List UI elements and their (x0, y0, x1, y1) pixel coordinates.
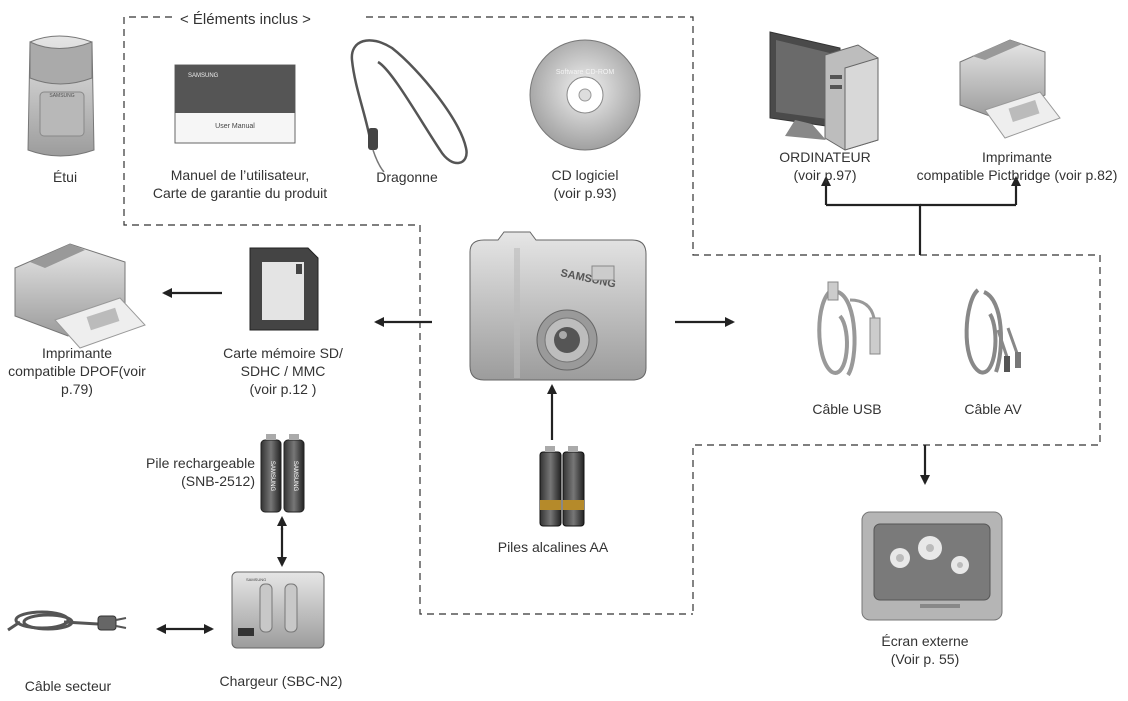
pictbridge-printer-image (959, 39, 1061, 139)
label-rechargeable-battery: Pile rechargeable (SNB-2512) (146, 455, 255, 489)
rechargeable-battery-image: SAMSUNG SAMSUNG (260, 434, 305, 513)
label-computer: ORDINATEUR (voir p.97) (779, 149, 871, 183)
sd-card-image (249, 247, 319, 331)
power-cable-image (7, 610, 127, 632)
computer-image (769, 31, 879, 151)
label-etui: Étui (52, 169, 78, 185)
dpof-printer-image (14, 243, 146, 349)
included-items-title: < Éléments inclus > (176, 11, 315, 28)
included-items-border (123, 16, 1101, 615)
svg-text:SAMSUNG: SAMSUNG (49, 93, 74, 99)
av-cable-image (964, 288, 1021, 375)
label-charger: Chargeur (SBC-N2) (219, 673, 343, 689)
label-power-cable: Câble secteur (24, 678, 112, 694)
aa-batteries-image (539, 446, 585, 527)
user-manual-image: SAMSUNG User Manual (174, 64, 296, 144)
branch-to-computer-printer (826, 203, 922, 235)
label-dragonne: Dragonne (376, 169, 438, 185)
label-external-tv: Écran externe (Voir p. 55) (881, 633, 969, 667)
wrist-strap-image (350, 39, 468, 173)
svg-text:SAMSUNG: SAMSUNG (188, 73, 219, 79)
svg-text:SAMSUNG: SAMSUNG (246, 577, 266, 582)
charger-image: SAMSUNG (231, 571, 325, 649)
svg-text:Software CD-ROM: Software CD-ROM (556, 69, 615, 76)
label-aa-batteries: Piles alcalines AA (497, 539, 609, 555)
label-user-manual: Manuel de l’utilisateur, Carte de garant… (152, 167, 328, 201)
label-memory-card: Carte mémoire SD/ SDHC / MMC (voir p.12 … (223, 345, 343, 397)
label-cd: CD logiciel (voir p.93) (551, 167, 619, 201)
svg-text:SAMSUNG: SAMSUNG (269, 461, 275, 492)
camera-case-image: SAMSUNG (27, 35, 95, 157)
label-dpof-printer: Imprimante compatible DPOF(voir p.79) (8, 345, 146, 397)
connection-arrows (156, 176, 1021, 634)
label-av-cable: Câble AV (964, 401, 1022, 417)
external-tv-image (861, 511, 1003, 621)
software-cd-image: Software CD-ROM (529, 39, 641, 151)
svg-text:User Manual: User Manual (215, 123, 255, 130)
svg-text:SAMSUNG: SAMSUNG (292, 461, 298, 492)
camera-image: SAMSUNG (469, 231, 647, 381)
label-usb-cable: Câble USB (812, 401, 882, 417)
usb-cable-image (817, 281, 881, 377)
label-pictbridge-printer: Imprimante compatible Pictbridge (voir p… (916, 149, 1118, 183)
